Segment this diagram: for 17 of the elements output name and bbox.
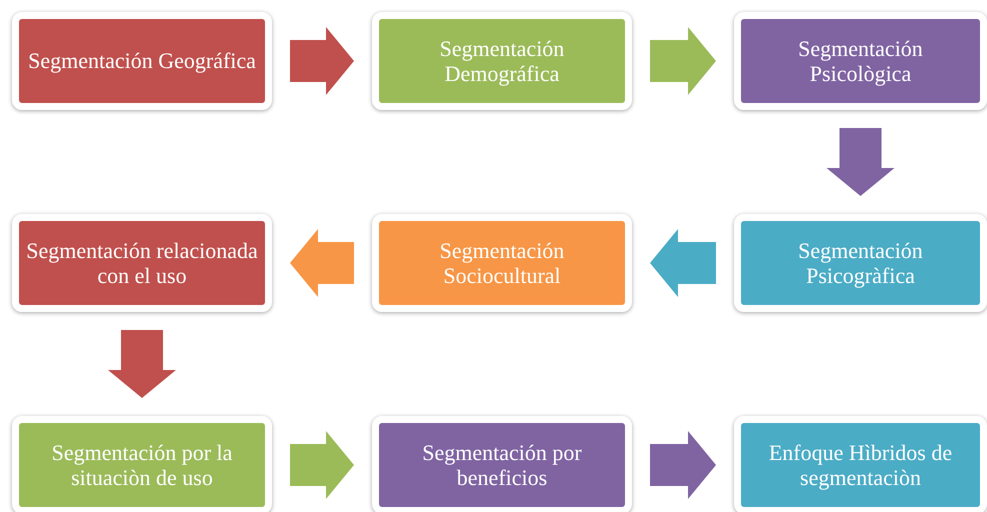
block-arrow (290, 27, 354, 95)
block-arrow (826, 128, 894, 196)
box-label: Segmentación Psicogràfica (797, 238, 924, 288)
block-arrow (290, 431, 354, 499)
block-arrow (650, 27, 716, 95)
block-arrow (650, 229, 716, 297)
box-label: Enfoque Hìbridos de segmentaciòn (768, 440, 954, 490)
box-label: Segmentación Geográfica (28, 48, 256, 74)
box-label: Segmentación relacionada con el uso (25, 238, 259, 288)
box-label: Segmentación por beneficios (421, 440, 583, 490)
box-label: Segmentación por la situaciòn de uso (50, 440, 234, 490)
box-label: Segmentación Sociocultural (438, 238, 566, 288)
box-label: Segmentación Demográfica (438, 36, 566, 86)
block-arrow (650, 431, 716, 499)
block-arrow (108, 330, 176, 398)
block-arrow (290, 229, 354, 297)
box-label: Segmentación Psicològica (797, 36, 924, 86)
